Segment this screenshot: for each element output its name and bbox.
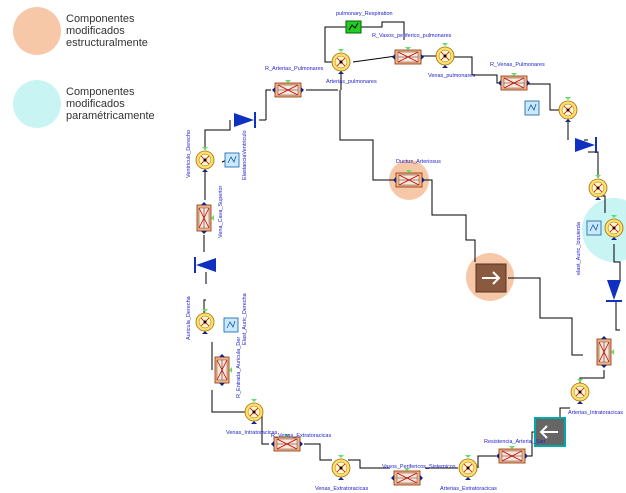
label-vena-cava: Vena_Cava_Superior [218,186,224,238]
legend: Componentes modificados estructuralmente… [0,0,200,130]
elast-auricula-izquierda[interactable] [586,220,602,236]
r-venas-pulmonares-resistor[interactable] [497,72,531,91]
label-auricula-derecha: Auricula_Derecha [186,295,192,340]
label-r-entrada-auricula: R_Entrada_Auricula_Der [236,337,242,398]
r-entrada-auricula-resistor[interactable] [214,353,233,387]
respiration-icon [348,22,359,31]
vasos-perifericos-pulmonares-resistor[interactable] [391,46,425,65]
connection-lines [203,21,621,469]
valvula-tricuspide[interactable] [194,257,216,273]
label-venas-intratoracicas: Venas_Intratoracicas [226,430,278,436]
arrow-left-icon [539,425,558,439]
valvula-pulmonar[interactable] [234,112,256,128]
resistencia-arterial-sistemica[interactable] [495,445,529,464]
label-elast-auricula-izq: elast_Auric_Izquierda [576,221,582,275]
elast-auricula-izquierda-a[interactable] [524,100,540,116]
label-arterias-extratoracicas: Arterias_Extratoracicas [440,486,497,492]
arterias-extratoracicas-capacitor[interactable] [458,454,478,481]
label-elast-ventriculo: ElastanciaVentriculo [242,130,248,180]
label-arterias-pulmonares: Arterias_pulmonares [326,79,377,85]
label-pulmonary-respiration: pulmonary_Respiration [336,11,393,17]
arterias-intratoracicas-capacitor[interactable] [570,378,590,405]
parametric-legend-swatch [13,80,61,128]
r-arterias-pulmonares-resistor[interactable] [271,79,305,98]
auricula-izq-highlight [582,198,626,262]
label-vasos-perifericos-sist: Vasos_Perifericos_Sistemicos [382,464,456,470]
arterias-pulmonares-capacitor[interactable] [331,48,351,75]
vasos-perifericos-sistemicos-resistor[interactable] [390,467,424,486]
structural-legend-swatch [13,7,61,55]
valvula-aortica[interactable] [606,280,622,302]
auricula-derecha-capacitor[interactable] [195,308,215,335]
label-venas-extratoracicas: Venas_Extratoracicas [315,486,368,492]
aorta-resistor[interactable] [596,335,615,369]
ventriculo-derecho-capacitor[interactable] [195,146,215,173]
arrow-right-icon [482,271,501,285]
vena-cava-resistor[interactable] [196,201,215,235]
venas-extratoracicas-capacitor[interactable] [331,454,351,481]
label-resist-arterial-sist: Resistencia_Arterial_Sist [484,439,546,445]
label-r-venas-extratoracicas: R_Venas_Extratoracicas [271,433,331,439]
label-ductus-arteriosus: Ductus_Arteriosus [396,159,441,165]
label-elast-aur-derecha: Elast_Auric_Derecha [242,292,248,345]
venas-pulmonares-2-capacitor[interactable] [558,96,578,123]
label-vasos-perifericos-pulm: R_Vasos_periferico_pulmonares [372,33,452,39]
label-venas-pulmonares: Venas_pulmonares [428,73,475,79]
structural-legend-text: Componentes modificados estructuralmente [66,13,148,49]
venas-intratoracicas-capacitor[interactable] [244,398,264,425]
venas-pulmonares-capacitor[interactable] [435,42,455,69]
label-ventriculo-derecho: Ventriculo_Derecho [186,130,192,178]
label-r-venas-pulmonares: R_Venas_Pulmonares [490,62,545,68]
elast-auricula-derecha[interactable] [223,317,239,333]
valvula-mitral[interactable] [575,137,597,153]
elastancia-ventriculo-derecho[interactable] [224,152,240,168]
label-arterias-intratoracicas: Arterias_Intratoracicas [568,410,623,416]
label-r-arterias-pulmonares: R_Arterias_Pulmonares [265,66,324,72]
parametric-legend-text: Componentes modificados paramétricamente [66,86,155,122]
